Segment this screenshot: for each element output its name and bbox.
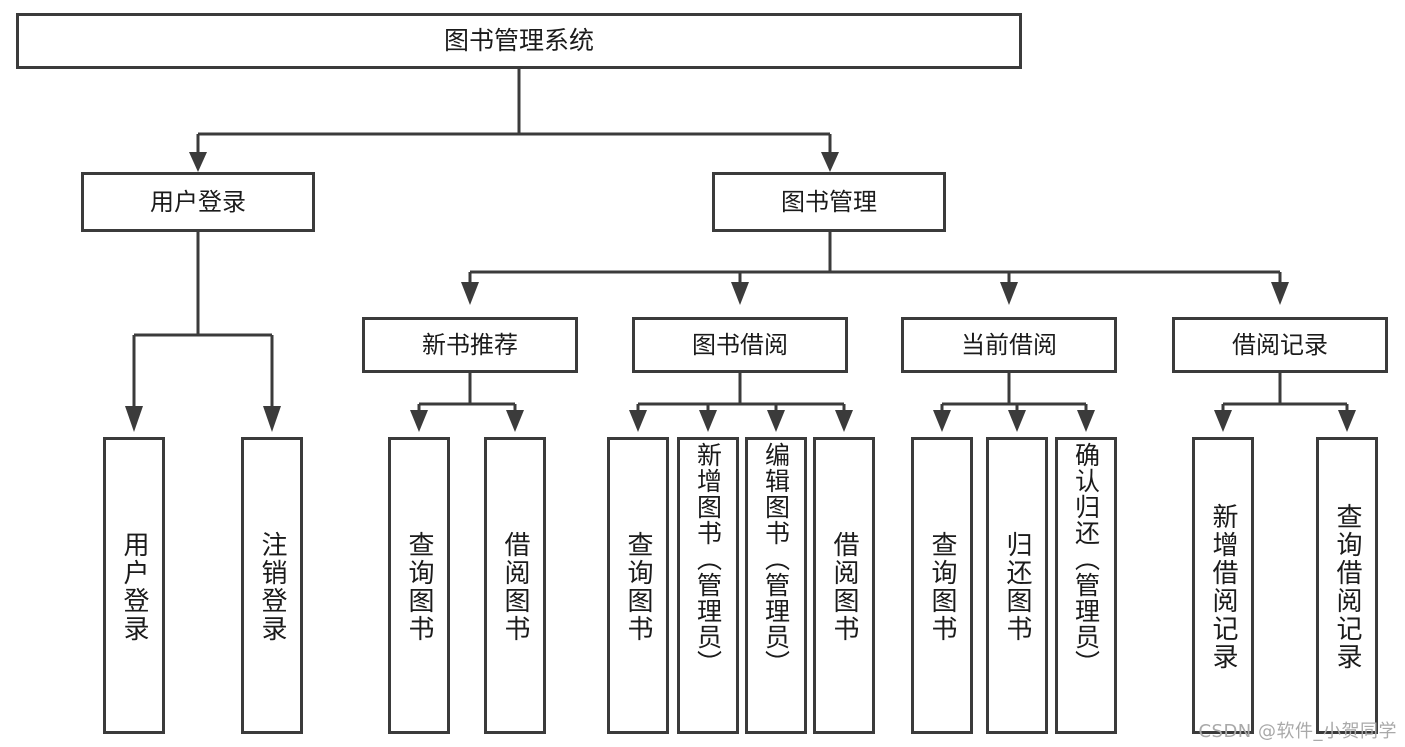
node-current-borrow-label: 当前借阅 bbox=[961, 330, 1057, 359]
leaf-add-record-label: 新增借阅记录 bbox=[1208, 502, 1238, 671]
leaf-return-book[interactable]: 归还图书 bbox=[986, 437, 1048, 734]
leaf-add-book[interactable]: 新增图书（管理员） bbox=[677, 437, 739, 734]
node-user-login[interactable]: 用户登录 bbox=[81, 172, 315, 232]
arrow-to-book-manage bbox=[821, 152, 839, 172]
leaf-edit-book-label: 编辑图书（管理员） bbox=[761, 442, 791, 676]
node-new-book-recommend-label: 新书推荐 bbox=[422, 330, 518, 359]
leaf-confirm-return[interactable]: 确认归还（管理员） bbox=[1055, 437, 1117, 734]
node-new-book-recommend[interactable]: 新书推荐 bbox=[362, 317, 578, 373]
node-borrow-record[interactable]: 借阅记录 bbox=[1172, 317, 1388, 373]
leaf-logout[interactable]: 注销登录 bbox=[241, 437, 303, 734]
node-book-manage-label: 图书管理 bbox=[781, 187, 877, 216]
leaf-edit-book[interactable]: 编辑图书（管理员） bbox=[745, 437, 807, 734]
arrow-to-leaf-borrow-book-2 bbox=[835, 410, 853, 432]
leaf-query-book-2-label: 查询图书 bbox=[623, 530, 653, 643]
leaf-query-book-3[interactable]: 查询图书 bbox=[911, 437, 973, 734]
leaf-user-login-label: 用户登录 bbox=[119, 530, 149, 643]
node-book-borrow[interactable]: 图书借阅 bbox=[632, 317, 848, 373]
leaf-add-book-label: 新增图书（管理员） bbox=[693, 442, 723, 676]
node-current-borrow[interactable]: 当前借阅 bbox=[901, 317, 1117, 373]
leaf-query-record-label: 查询借阅记录 bbox=[1332, 502, 1362, 671]
arrow-to-leaf-query-book-1 bbox=[410, 410, 428, 432]
arrow-to-leaf-query-record bbox=[1338, 410, 1356, 432]
node-book-borrow-label: 图书借阅 bbox=[692, 330, 788, 359]
node-user-login-label: 用户登录 bbox=[150, 187, 246, 216]
arrow-to-leaf-confirm-return bbox=[1077, 410, 1095, 432]
node-root-label: 图书管理系统 bbox=[443, 26, 594, 56]
leaf-logout-label: 注销登录 bbox=[257, 530, 287, 643]
leaf-confirm-return-label: 确认归还（管理员） bbox=[1071, 442, 1101, 676]
leaf-query-book-1[interactable]: 查询图书 bbox=[388, 437, 450, 734]
arrow-to-leaf-user-login bbox=[125, 406, 143, 432]
leaf-borrow-book-1[interactable]: 借阅图书 bbox=[484, 437, 546, 734]
leaf-user-login[interactable]: 用户登录 bbox=[103, 437, 165, 734]
arrow-to-leaf-query-book-3 bbox=[933, 410, 951, 432]
arrow-to-user-login bbox=[189, 152, 207, 172]
node-book-manage[interactable]: 图书管理 bbox=[712, 172, 946, 232]
arrow-to-book-borrow bbox=[731, 282, 749, 305]
leaf-return-book-label: 归还图书 bbox=[1002, 530, 1032, 643]
leaf-add-record[interactable]: 新增借阅记录 bbox=[1192, 437, 1254, 734]
arrow-to-leaf-add-record bbox=[1214, 410, 1232, 432]
leaf-query-book-2[interactable]: 查询图书 bbox=[607, 437, 669, 734]
watermark: CSDN @软件_小贺同学 bbox=[1198, 721, 1397, 742]
leaf-query-book-3-label: 查询图书 bbox=[927, 530, 957, 643]
arrow-to-leaf-edit-book bbox=[767, 410, 785, 432]
leaf-borrow-book-2[interactable]: 借阅图书 bbox=[813, 437, 875, 734]
leaf-query-record[interactable]: 查询借阅记录 bbox=[1316, 437, 1378, 734]
arrow-to-leaf-add-book bbox=[699, 410, 717, 432]
arrow-to-leaf-query-book-2 bbox=[629, 410, 647, 432]
leaf-query-book-1-label: 查询图书 bbox=[404, 530, 434, 643]
leaf-borrow-book-1-label: 借阅图书 bbox=[500, 530, 530, 643]
node-borrow-record-label: 借阅记录 bbox=[1232, 330, 1328, 359]
arrow-to-current-borrow bbox=[1000, 282, 1018, 305]
arrow-to-leaf-borrow-book-1 bbox=[506, 410, 524, 432]
arrow-to-borrow-record bbox=[1271, 282, 1289, 305]
arrow-to-leaf-return-book bbox=[1008, 410, 1026, 432]
leaf-borrow-book-2-label: 借阅图书 bbox=[829, 530, 859, 643]
arrow-to-leaf-logout bbox=[263, 406, 281, 432]
node-root[interactable]: 图书管理系统 bbox=[16, 13, 1022, 69]
arrow-to-new-book-recommend bbox=[461, 282, 479, 305]
